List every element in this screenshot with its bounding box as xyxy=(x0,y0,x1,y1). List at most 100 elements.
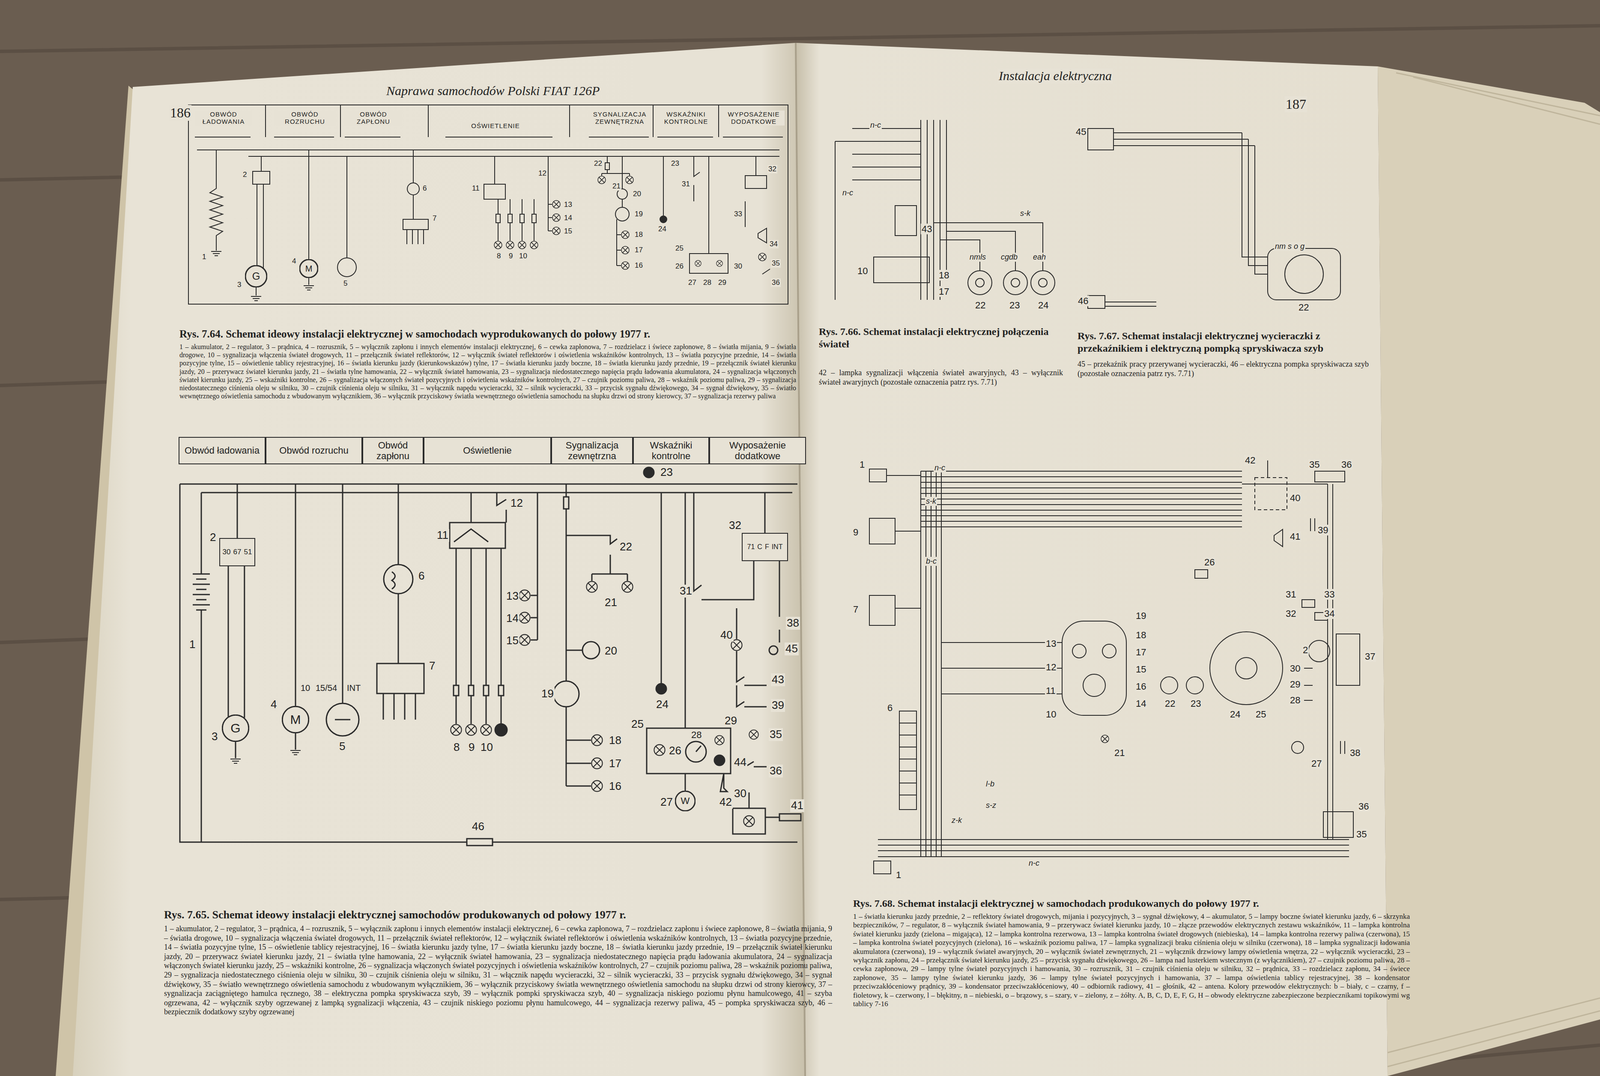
box-label: Obwód rozruchu xyxy=(279,444,349,456)
callout-number: 18 xyxy=(1134,629,1147,641)
wiring-diagram-1 xyxy=(621,261,630,270)
wiring-diagram-2 xyxy=(495,723,508,736)
box-label: 30 xyxy=(222,547,231,557)
wiring-diagram-1 xyxy=(615,207,630,221)
box-label: Obwód zapłonu xyxy=(364,439,421,462)
wiring-diagram-5 xyxy=(1254,477,1287,510)
callout-number: 43 xyxy=(770,673,786,687)
wiring-diagram-1 xyxy=(211,251,222,256)
section-heading: OBWÓD ROZRUCHU xyxy=(274,110,336,126)
wiring-diagram-2 xyxy=(553,680,580,707)
callout-number: 4 xyxy=(269,698,278,711)
callout-number: 5 xyxy=(338,740,347,753)
wiring-diagram-2 xyxy=(779,813,801,821)
wire-code: nmls xyxy=(968,252,987,262)
callout-number: 10 xyxy=(479,740,494,754)
labelled-box: Wyposażenie dodatkowe xyxy=(709,436,806,465)
wire-code: cgdb xyxy=(1000,252,1019,262)
wiring-diagram-3 xyxy=(1011,278,1020,287)
callout-number: 10 xyxy=(299,683,311,693)
wiring-diagram-1 xyxy=(506,241,514,249)
callout-number: 4 xyxy=(291,256,297,266)
circle-symbol: M xyxy=(281,705,310,734)
circle-symbol: G xyxy=(244,265,268,288)
callout-number: 21 xyxy=(603,596,618,609)
wiring-diagram-1 xyxy=(695,260,702,267)
callout-number: 45 xyxy=(1074,126,1087,138)
callout-number: 24 xyxy=(657,224,668,234)
callout-number: 9 xyxy=(467,740,476,754)
wiring-diagram-2 xyxy=(376,663,424,694)
callout-number: 19 xyxy=(540,687,555,701)
wiring-diagram-2 xyxy=(769,645,778,655)
callout-number: 26 xyxy=(1203,556,1216,568)
box-label: Wyposażenie dodatkowe xyxy=(711,439,804,462)
callout-number: 32 xyxy=(767,164,778,174)
wiring-diagram-3 xyxy=(835,119,1055,300)
wiring-diagram-1 xyxy=(552,213,561,222)
callout-number: 42 xyxy=(1244,454,1257,466)
callout-number: 19 xyxy=(1134,610,1147,621)
callout-number: 3 xyxy=(210,730,219,744)
callout-number: 34 xyxy=(1323,608,1336,619)
wiring-diagram-2 xyxy=(391,483,399,664)
callout-number: 23 xyxy=(670,159,681,168)
wiring-diagram-1 xyxy=(659,215,667,223)
wiring-diagram-2 xyxy=(591,780,603,792)
callout-number: 34 xyxy=(768,239,779,249)
callout-number: 14 xyxy=(505,611,520,625)
wiring-diagram-5 xyxy=(920,471,1242,527)
book-pages xyxy=(1383,72,1600,1067)
wiring-diagram-2 xyxy=(736,608,738,639)
wiring-diagram-2 xyxy=(563,496,569,509)
callout-number: 28 xyxy=(1289,694,1302,706)
wiring-diagram-1 xyxy=(601,156,630,176)
wiring-diagram-1 xyxy=(693,156,700,202)
callout-number: 33 xyxy=(733,209,744,219)
wire-code: n-c xyxy=(933,463,947,473)
wiring-diagram-1 xyxy=(346,156,348,258)
wiring-diagram-2 xyxy=(732,808,766,834)
wiring-diagram-1 xyxy=(548,156,553,231)
callout-number: 45 xyxy=(784,642,799,656)
wiring-diagram-2 xyxy=(743,815,755,827)
callout-number: 23 xyxy=(1008,299,1021,311)
callout-number: 24 xyxy=(1037,299,1050,311)
wiring-diagram-1 xyxy=(406,229,424,245)
box-label: 67 xyxy=(233,547,242,557)
wiring-diagram-5 xyxy=(1310,518,1315,532)
box-label: Obwód ładowania xyxy=(184,444,260,456)
caption-text: 42 – lampka sygnalizacji włączenia świat… xyxy=(817,368,1064,387)
wiring-diagram-1 xyxy=(494,241,502,249)
wiring-diagram-5 xyxy=(1301,599,1315,608)
wiring-diagram-2 xyxy=(660,492,663,684)
wiring-diagram-5 xyxy=(1314,471,1345,482)
callout-number: 16 xyxy=(633,261,644,270)
callout-number: 22 xyxy=(1164,698,1177,709)
callout-number: 15 xyxy=(1134,663,1147,675)
wiring-diagram-2 xyxy=(653,744,665,756)
wiring-diagram-1 xyxy=(689,253,729,274)
wiring-diagram-2 xyxy=(496,492,507,523)
page-number: 187 xyxy=(1284,96,1308,113)
wiring-diagram-2 xyxy=(736,650,767,707)
wiring-diagram-2 xyxy=(192,492,210,842)
callout-number: 43 xyxy=(920,223,933,235)
circle-outline xyxy=(299,259,318,278)
callout-number: 8 xyxy=(495,251,502,261)
labelled-box: Sygnalizacja zewnętrzna xyxy=(551,436,633,465)
wiring-diagram-3 xyxy=(895,205,917,236)
wiring-diagram-1 xyxy=(716,260,723,267)
wiring-diagram-5 xyxy=(877,839,1350,857)
callout-number: 29 xyxy=(717,278,728,287)
caption-title: Rys. 7.67. Schemat instalacji elektryczn… xyxy=(1076,329,1370,355)
labelled-box: Wskaźniki kontrolne xyxy=(632,436,710,465)
wiring-diagram-2 xyxy=(449,522,506,549)
callout-number: 8 xyxy=(452,740,461,754)
callout-number: 26 xyxy=(674,262,685,271)
wiring-diagram-2 xyxy=(230,758,241,764)
callout-number: 18 xyxy=(633,230,644,239)
wiring-diagram-5 xyxy=(1304,668,1313,701)
